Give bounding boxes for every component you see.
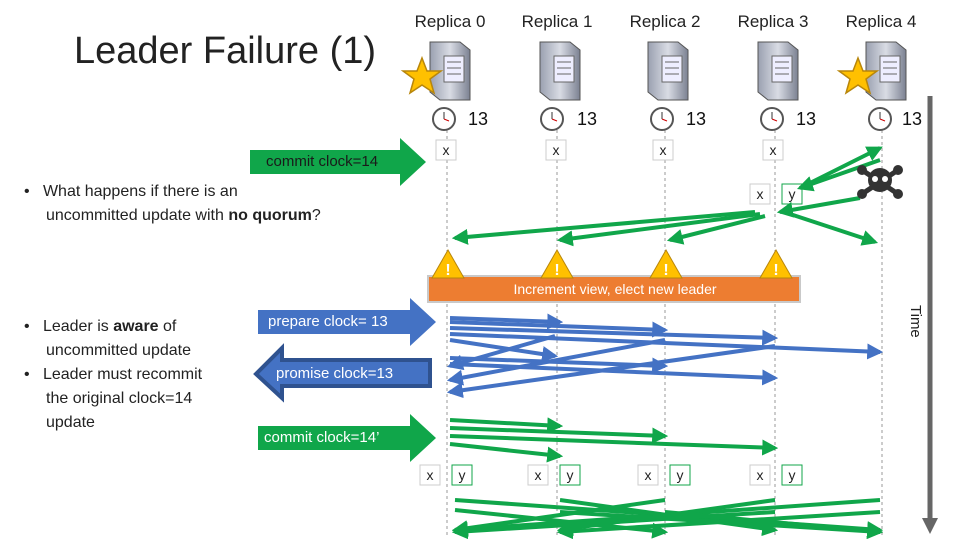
view-change-banner: [427, 275, 801, 303]
time-axis-label: Time: [907, 305, 924, 338]
log-cell: x: [659, 142, 667, 158]
log-cell: x: [644, 467, 652, 483]
warning-icon: !: [431, 248, 465, 279]
warning-icon: !: [649, 248, 683, 279]
promise-arrow-label: promise clock=13: [276, 365, 394, 382]
bullet2-line3: update: [46, 414, 95, 431]
log-cell: x: [442, 142, 450, 158]
replica-label-0: Replica 0: [414, 12, 486, 31]
question-line1: What happens if there is an: [42, 183, 238, 200]
svg-text:!: !: [773, 262, 778, 279]
svg-text:!: !: [445, 262, 450, 279]
crashed-skull-icon: [857, 165, 903, 199]
promise-arrow: [253, 343, 432, 403]
log-cell: x: [534, 467, 542, 483]
log-cell: x: [756, 186, 764, 202]
commit-arrow-bottom: [258, 414, 436, 462]
replication-arrows-top: [451, 146, 883, 247]
bullet1-line2: uncommitted update: [46, 342, 191, 359]
question-bullet: • What happens if there is an uncommitte…: [24, 180, 321, 228]
log-boxes-top: [435, 139, 803, 205]
server-icons: [429, 41, 907, 101]
clock-value-3: 13: [796, 109, 817, 129]
prepare-promise-arrows: [446, 313, 884, 399]
log-cell: y: [458, 467, 466, 483]
clock-icon: [540, 107, 564, 131]
server-icon: [757, 41, 799, 101]
question-line2-bold: no quorum: [228, 207, 312, 224]
clock-value-0: 13: [468, 109, 489, 129]
warning-icons: ! ! ! !: [431, 248, 793, 279]
replica-label-4: Replica 4: [845, 12, 917, 31]
log-cell: x: [426, 467, 434, 483]
question-line2-post: ?: [311, 207, 321, 224]
prepare-arrow: [258, 298, 436, 346]
replica-label-2: Replica 2: [629, 12, 701, 31]
replica-label-3: Replica 3: [737, 12, 809, 31]
commit-fanout-arrows: [449, 417, 779, 463]
question-line2-pre: uncommitted update with: [46, 207, 229, 224]
leader-star-icon: [400, 55, 444, 95]
bullet2-line1: Leader must recommit: [42, 366, 203, 383]
bullet-dot: •: [24, 366, 43, 383]
log-cell: y: [788, 467, 796, 483]
server-icon: [539, 41, 581, 101]
commit-arrow-top: [250, 138, 426, 186]
server-icon: [429, 41, 471, 101]
clock-value-4: 13: [902, 109, 923, 129]
log-cell: y: [676, 467, 684, 483]
commit-arrow-bottom-label: commit clock=14’: [264, 429, 380, 446]
log-boxes-bottom: [419, 464, 803, 486]
log-cell: y: [566, 467, 574, 483]
svg-text:!: !: [663, 262, 668, 279]
server-icon: [865, 41, 907, 101]
bullet2-line2: the original clock=14: [46, 390, 193, 407]
svg-text:!: !: [554, 262, 559, 279]
view-change-banner-label: Increment view, elect new leader: [513, 281, 717, 297]
clock-value-1: 13: [577, 109, 598, 129]
commit-arrow-top-label: commit clock=14: [266, 153, 379, 170]
bullet1-pre: Leader is: [42, 318, 114, 335]
bullet1-post: of: [158, 318, 177, 335]
log-cell: x: [769, 142, 777, 158]
replica-label-1: Replica 1: [521, 12, 593, 31]
prepare-arrow-label: prepare clock= 13: [268, 313, 388, 330]
bullet1-bold: aware: [113, 318, 159, 335]
clock-icon: [868, 107, 892, 131]
clock-icon: [650, 107, 674, 131]
replica-timelines: [446, 130, 883, 535]
bullet-dot: •: [24, 318, 43, 335]
final-commit-crossing-arrows: [451, 498, 884, 540]
log-cell-uncommitted: y: [788, 186, 796, 202]
warning-icon: !: [540, 248, 574, 279]
warning-icon: !: [759, 248, 793, 279]
leader-star-icon: [836, 55, 880, 95]
slide-title: Leader Failure (1): [74, 30, 377, 72]
clock-icon: [432, 107, 456, 131]
log-cell: x: [756, 467, 764, 483]
clock-value-2: 13: [686, 109, 707, 129]
clock-icons: [432, 107, 892, 131]
time-axis-arrowhead: [922, 518, 938, 534]
server-icon: [647, 41, 689, 101]
bullet-dot: •: [24, 183, 43, 200]
log-cell: x: [552, 142, 560, 158]
leader-bullets: • Leader is aware of uncommitted update …: [24, 315, 202, 435]
clock-icon: [760, 107, 784, 131]
